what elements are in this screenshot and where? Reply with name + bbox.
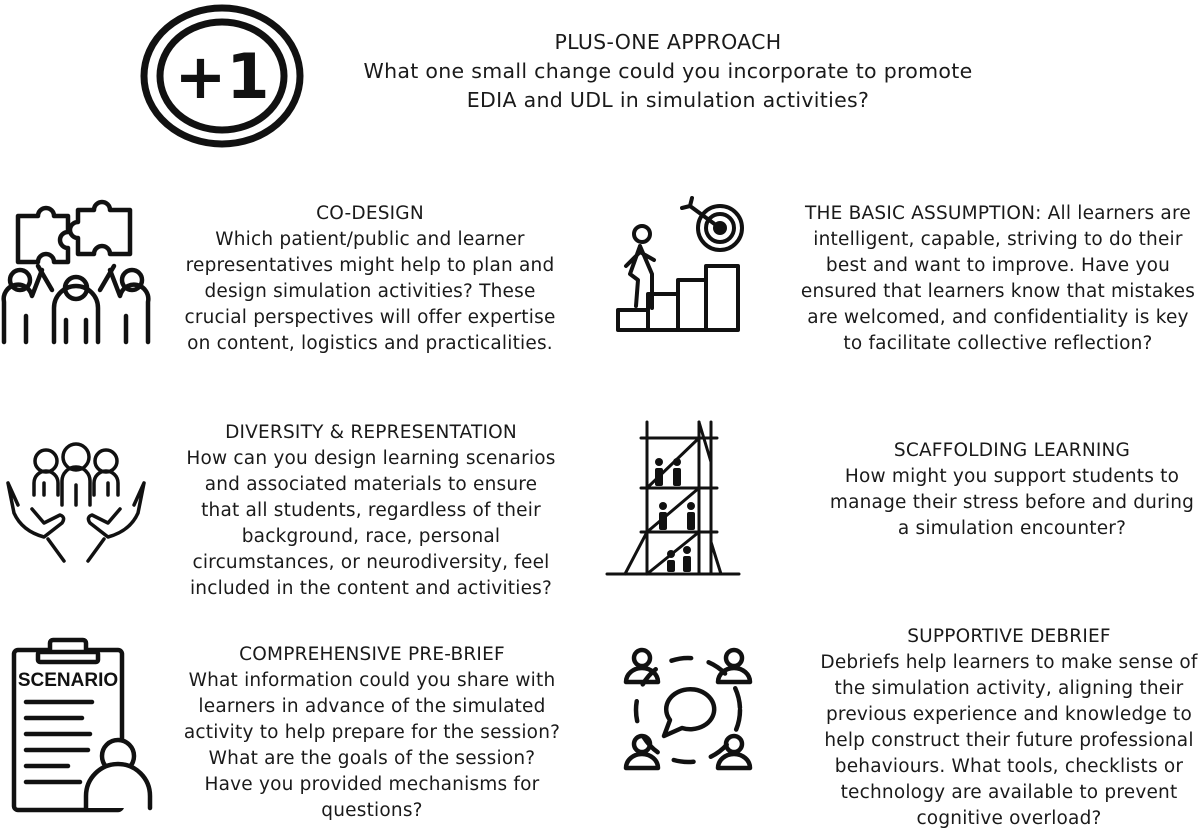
basic-assumption-body: THE BASIC ASSUMPTION: All learners are i…: [800, 203, 1196, 354]
debrief-body: Debriefs help learners to make sense of …: [820, 652, 1198, 829]
co-design-heading: CO-DESIGN: [316, 203, 424, 224]
puzzle-team-icon: [1, 199, 151, 346]
pre-brief-body: What information could you share with le…: [183, 670, 561, 821]
debrief-heading: SUPPORTIVE DEBRIEF: [907, 626, 1111, 647]
co-design-body: Which patient/public and learner represe…: [184, 229, 556, 354]
plus-one-badge-icon: +1: [138, 2, 306, 152]
discussion-circle-icon: [620, 640, 756, 780]
pre-brief-heading: COMPREHENSIVE PRE-BRIEF: [239, 644, 505, 665]
stairs-target-icon: [612, 196, 744, 334]
diversity-body: How can you design learning scenarios an…: [186, 448, 556, 599]
page-title: PLUS-ONE APPROACH: [554, 30, 782, 54]
co-design-section: CO-DESIGN Which patient/public and learn…: [180, 201, 560, 357]
pre-brief-section: COMPREHENSIVE PRE-BRIEF What information…: [182, 642, 562, 824]
scaffolding-icon: [605, 418, 741, 578]
scenario-label: SCENARIO: [18, 670, 118, 691]
people-in-hands-icon: [4, 442, 148, 563]
page-question: What one small change could you incorpor…: [363, 59, 973, 112]
header: PLUS-ONE APPROACH What one small change …: [318, 28, 1018, 115]
debrief-section: SUPPORTIVE DEBRIEF Debriefs help learner…: [818, 624, 1200, 832]
diversity-section: DIVERSITY & REPRESENTATION How can you d…: [184, 420, 558, 602]
basic-assumption-section: THE BASIC ASSUMPTION: All learners are i…: [800, 201, 1196, 357]
scenario-clipboard-icon: SCENARIO: [8, 636, 153, 816]
scaffolding-section: SCAFFOLDING LEARNING How might you suppo…: [822, 438, 1200, 542]
scaffolding-heading: SCAFFOLDING LEARNING: [893, 440, 1131, 461]
badge-text: +1: [174, 40, 269, 113]
diversity-heading: DIVERSITY & REPRESENTATION: [225, 422, 517, 443]
scaffolding-body: How might you support students to manage…: [829, 466, 1195, 539]
